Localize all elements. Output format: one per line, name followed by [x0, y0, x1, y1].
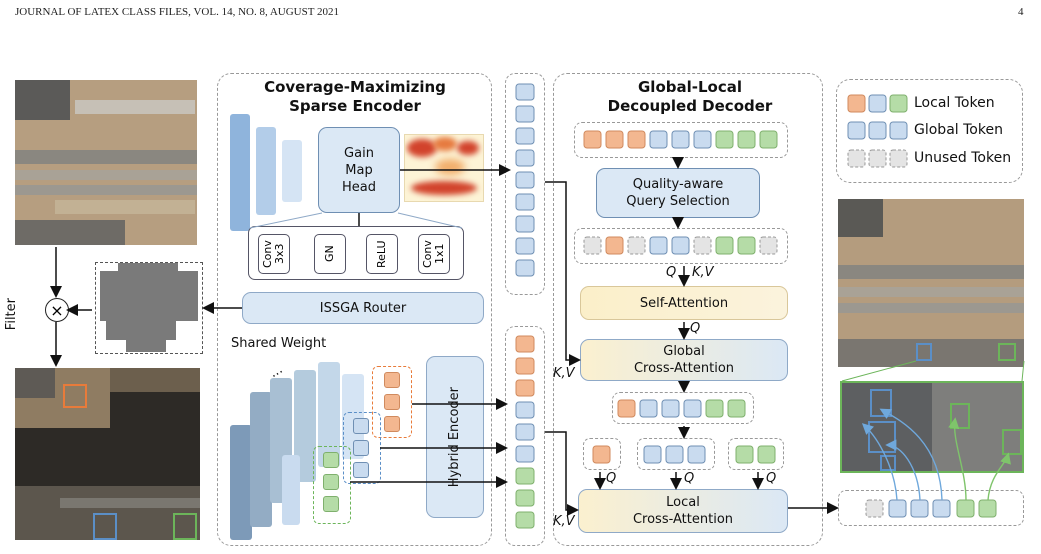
token-link-arrows — [861, 408, 1011, 501]
encoder-title: Coverage-Maximizing Sparse Encoder — [240, 78, 470, 116]
router-layers-panel — [248, 226, 464, 280]
enc-token-o2 — [384, 394, 400, 410]
sparse-backbone-7 — [282, 455, 300, 525]
enc-token-g2 — [323, 474, 339, 490]
legend — [836, 79, 1023, 183]
output-satellite-image — [838, 199, 1024, 367]
decoder-title: Global-Local Decoupled Decoder — [570, 78, 810, 116]
page-number: 4 — [1018, 6, 1024, 18]
sparse-backbone-1 — [230, 425, 252, 540]
router-conv3x3: Conv 3x3 — [258, 234, 290, 274]
enc-token-b2 — [353, 440, 369, 456]
legend-unused-label: Unused Token — [914, 150, 1012, 166]
encoder-title-text: Coverage-Maximizing Sparse Encoder — [264, 78, 446, 115]
orange-token-group — [372, 366, 412, 438]
input-satellite-image — [15, 80, 197, 245]
decoder-row2-tokens — [583, 236, 778, 255]
local-q-label-1: Q — [606, 471, 617, 486]
backbone-layer-2 — [256, 127, 276, 215]
zoom-connectors — [841, 360, 1025, 382]
backbone-layer-3 — [282, 140, 302, 202]
local-cross-attention: Local Cross-Attention — [578, 489, 788, 533]
legend-global-label: Global Token — [914, 122, 1003, 138]
gain-mask — [95, 262, 203, 354]
enc-token-b1 — [353, 418, 369, 434]
local-group-blue — [637, 438, 715, 470]
backbone-layer-1 — [230, 114, 250, 231]
sparse-backbone-4 — [294, 370, 316, 482]
issga-router: ISSGA Router — [242, 292, 484, 324]
router-relu: ReLU — [366, 234, 398, 274]
encoder-region — [217, 73, 492, 546]
sparse-backbone-5 — [318, 362, 340, 467]
enc-token-g3 — [323, 496, 339, 512]
sparse-backbone-6 — [342, 374, 364, 459]
enc-token-o3 — [384, 416, 400, 432]
top-token-column-tokens — [515, 83, 535, 277]
arrows — [50, 157, 839, 516]
header-title: JOURNAL OF LATEX CLASS FILES, VOL. 14, N… — [15, 6, 340, 18]
token-column-bottom — [505, 326, 545, 546]
gain-map-head: Gain Map Head — [318, 127, 400, 213]
router-conv1x1: Conv 1x1 — [418, 234, 450, 274]
zoom-detail-image — [840, 381, 1024, 473]
enc-token-o1 — [384, 372, 400, 388]
local-group-green — [728, 438, 784, 470]
router-connector — [249, 212, 463, 229]
gain-heatmap — [404, 134, 484, 202]
local-group-orange — [583, 438, 621, 470]
sparse-backbone-2 — [250, 392, 272, 527]
self-attn-q-label: Q — [690, 321, 701, 336]
output-tokens — [865, 499, 997, 518]
qkv-q-label: Q — [666, 265, 677, 280]
filtered-satellite-image — [15, 368, 200, 540]
self-attention: Self-Attention — [580, 286, 788, 320]
shared-weight-label: Shared Weight — [231, 336, 327, 351]
global-cross-attention: Global Cross-Attention — [580, 339, 788, 381]
hybrid-encoder: Hybrid Encoder — [426, 356, 484, 518]
enc-token-g1 — [323, 452, 339, 468]
decoder-title-text: Global-Local Decoupled Decoder — [607, 78, 773, 115]
enc-token-b3 — [353, 462, 369, 478]
global-kv-label: K,V — [553, 366, 575, 381]
local-group-tokens — [592, 445, 776, 464]
local-kv-label: K,V — [553, 514, 575, 529]
local-q-label-2: Q — [684, 471, 695, 486]
legend-swatches — [847, 94, 908, 168]
green-token-group — [313, 446, 351, 524]
token-column-top — [505, 73, 545, 295]
router-gn: GN — [314, 234, 346, 274]
bottom-token-column-tokens — [515, 335, 535, 529]
decoder-row1-tokens — [583, 130, 778, 149]
legend-local-label: Local Token — [914, 95, 995, 111]
local-q-label-3: Q — [766, 471, 777, 486]
decoder-region — [553, 73, 823, 546]
decoder-row3-tokens — [617, 399, 746, 418]
qkv-kv-label: K,V — [692, 265, 714, 280]
